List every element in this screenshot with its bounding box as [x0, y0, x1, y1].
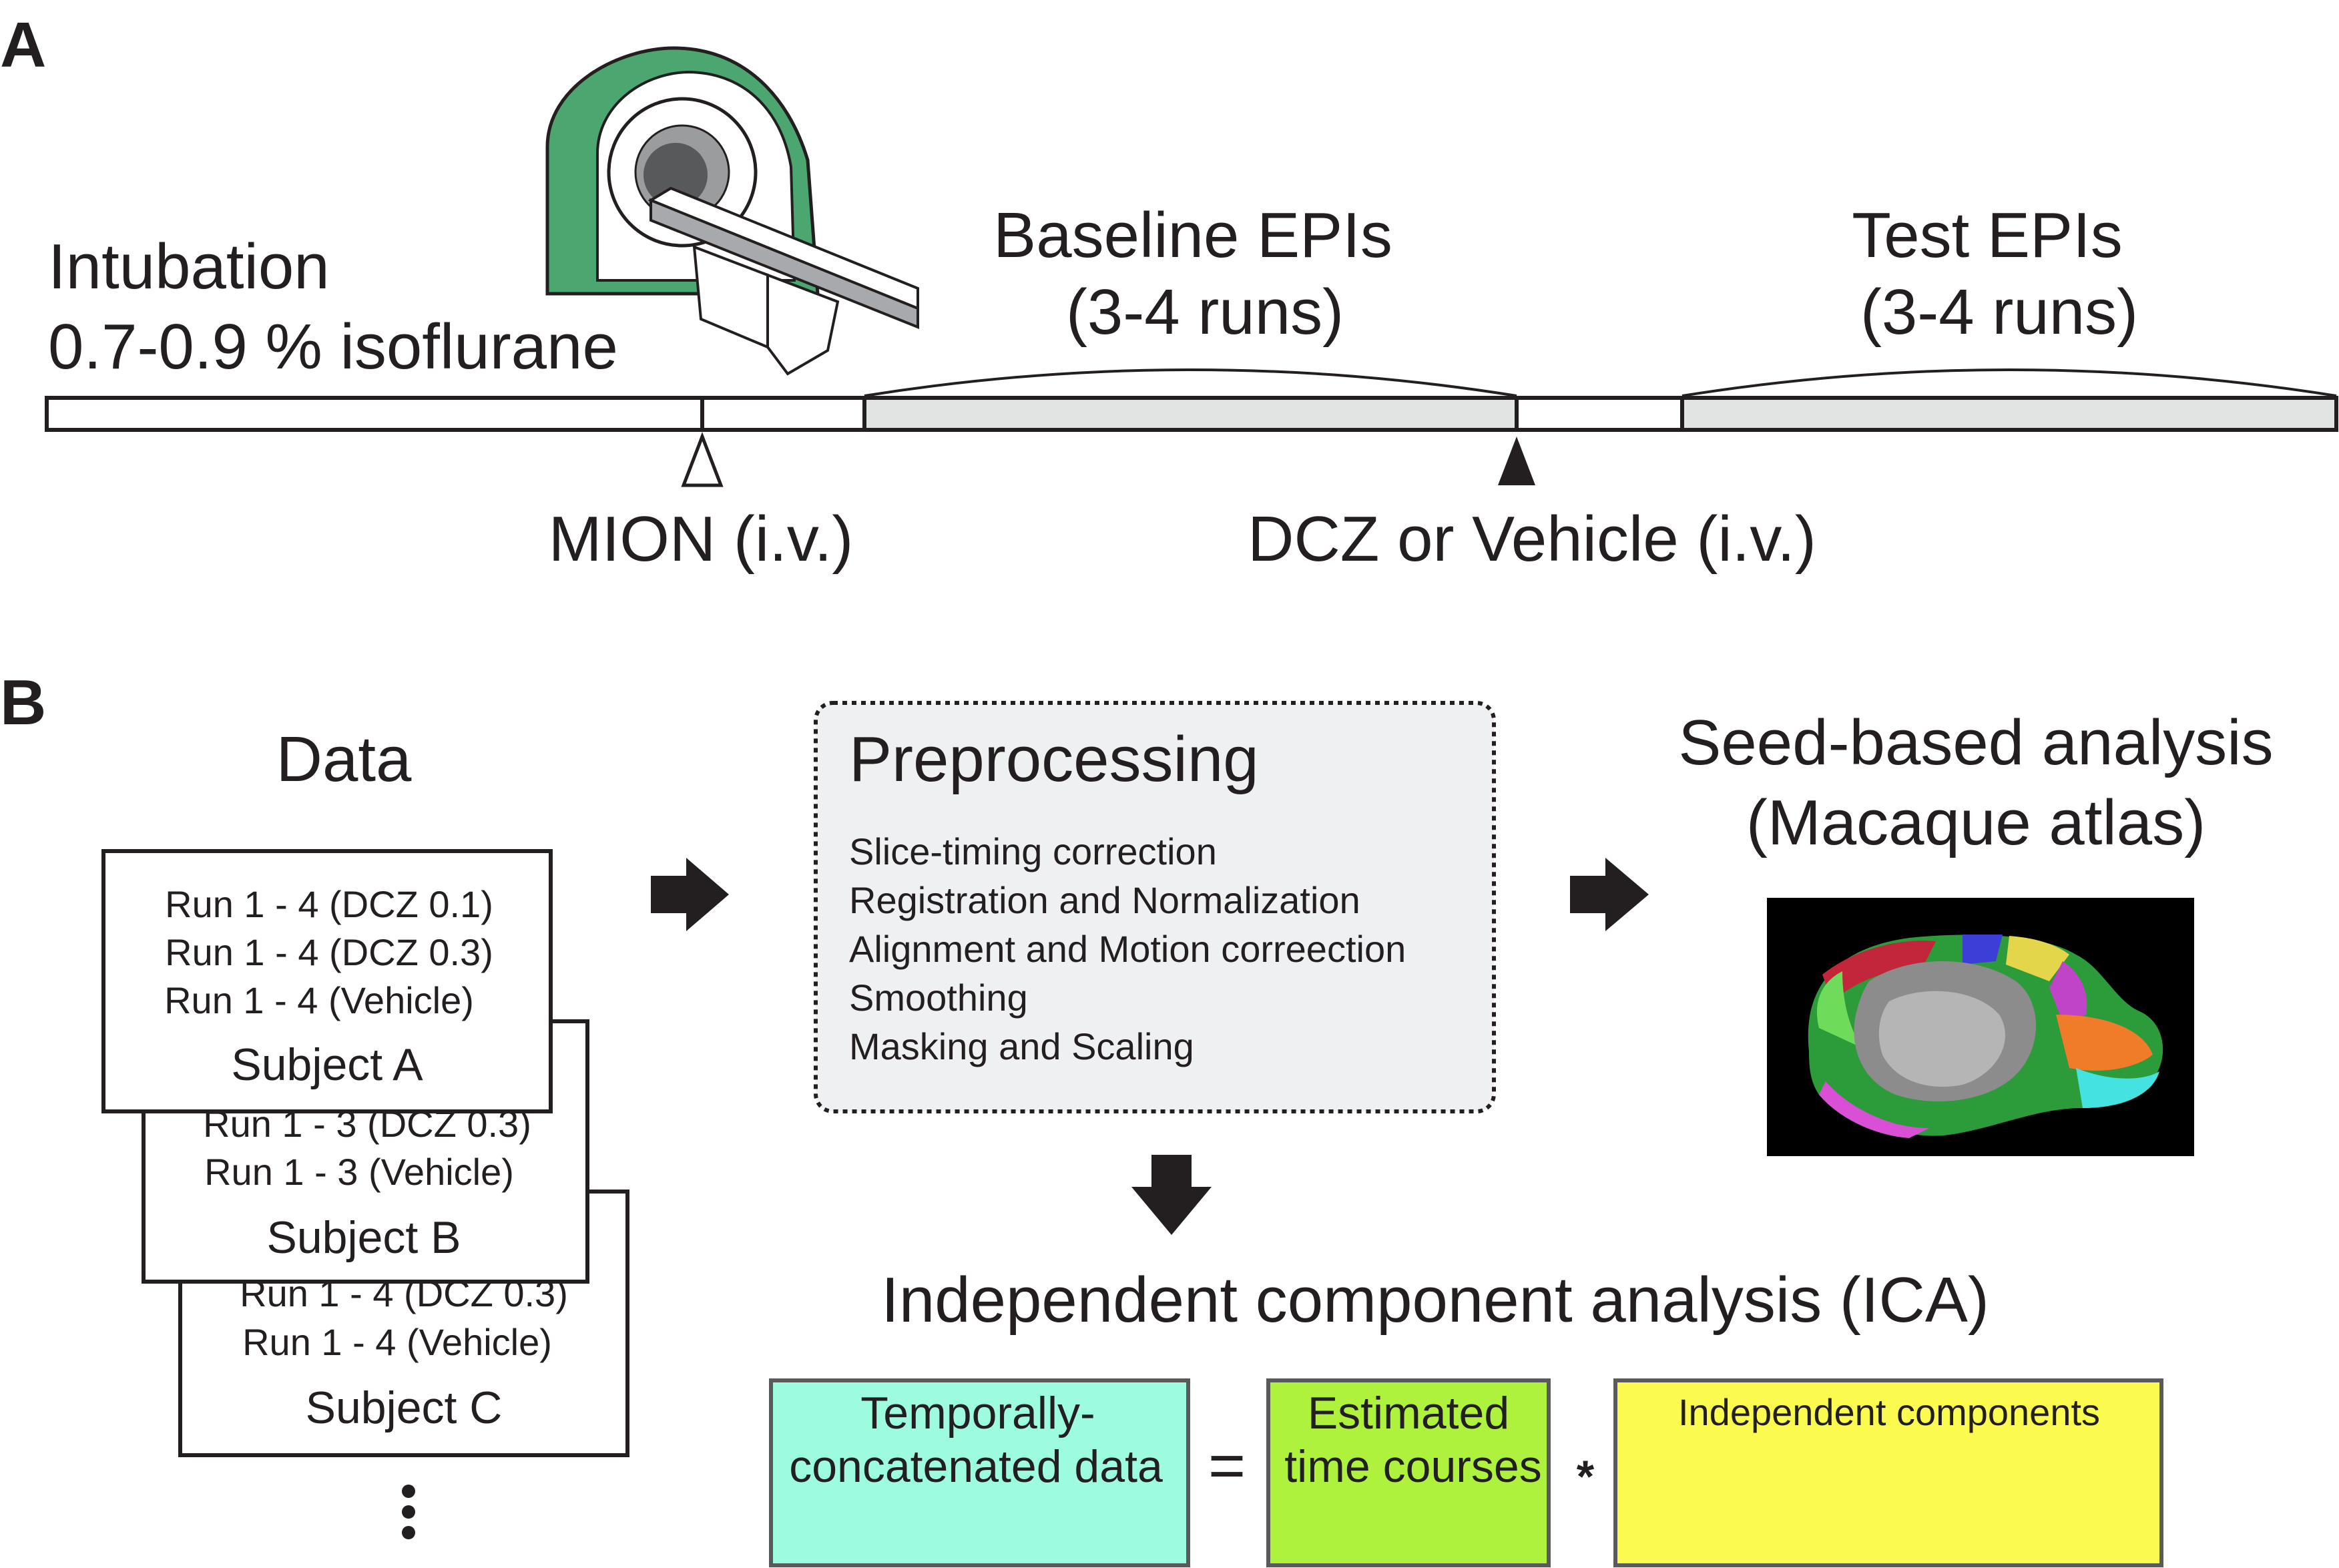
dcz-marker-icon [1498, 437, 1535, 485]
multiply-sign: * [1577, 1451, 1595, 1502]
data-title: Data [276, 724, 412, 795]
subject-c-name: Subject C [306, 1382, 503, 1433]
baseline-epis-segment [862, 396, 1519, 432]
subject-a-card: Run 1 - 4 (DCZ 0.1) Run 1 - 4 (DCZ 0.3) … [101, 849, 553, 1113]
ica-data-line1: Temporally- [860, 1388, 1095, 1439]
panel-a-label: A [0, 9, 46, 81]
subject-c-run: Run 1 - 4 (Vehicle) [242, 1321, 552, 1363]
subject-a-run: Run 1 - 4 (DCZ 0.1) [165, 883, 493, 925]
subject-a-run: Run 1 - 4 (DCZ 0.3) [165, 931, 493, 973]
preprocessing-title: Preprocessing [849, 724, 1259, 795]
mion-label: MION (i.v.) [549, 503, 854, 575]
ica-time-courses-box: Estimated time courses [1266, 1378, 1551, 1567]
subject-a-name: Subject A [231, 1039, 423, 1090]
ica-courses-line1: Estimated [1308, 1388, 1509, 1439]
baseline-epis-title: Baseline EPIs [993, 200, 1392, 271]
isoflurane-label: 0.7-0.9 % isoflurane [48, 311, 618, 382]
preprocessing-step: Registration and Normalization [849, 879, 1360, 921]
intubation-label: Intubation [48, 231, 330, 302]
arrow-right-icon [651, 858, 729, 931]
macaque-atlas-brain-image [1767, 898, 2194, 1156]
ica-data-box: Temporally- concatenated data [769, 1378, 1190, 1567]
subject-a-run: Run 1 - 4 (Vehicle) [164, 979, 474, 1021]
ica-components-label: Independent components [1678, 1391, 2100, 1433]
arrow-right-icon [1570, 858, 1649, 931]
dcz-label: DCZ or Vehicle (i.v.) [1248, 503, 1816, 575]
preprocessing-step: Smoothing [849, 977, 1028, 1019]
ica-data-line2: concatenated data [789, 1441, 1163, 1492]
ica-components-box: Independent components [1613, 1378, 2163, 1567]
panel-b-label: B [0, 667, 46, 738]
preprocessing-step: Slice-timing correction [849, 830, 1217, 872]
timeline-bar [45, 396, 2338, 432]
more-subjects-ellipsis-icon [402, 1485, 415, 1539]
equals-sign: = [1208, 1430, 1246, 1501]
test-epis-runs: (3-4 runs) [1860, 276, 2138, 348]
mri-scanner-icon [545, 46, 919, 376]
test-brace [1681, 368, 2337, 397]
preprocessing-box: Preprocessing Slice-timing correction Re… [814, 701, 1496, 1113]
seed-analysis-subtitle: (Macaque atlas) [1746, 787, 2205, 858]
baseline-epis-runs: (3-4 runs) [1066, 276, 1344, 348]
ica-courses-line2: time courses [1284, 1441, 1541, 1492]
preprocessing-step: Alignment and Motion correection [849, 928, 1406, 970]
subject-b-name: Subject B [266, 1212, 461, 1263]
test-epis-segment [1680, 396, 2338, 432]
mion-marker-icon [681, 432, 724, 487]
arrow-down-icon [1131, 1155, 1212, 1235]
ica-title: Independent component analysis (ICA) [881, 1264, 1989, 1336]
test-epis-title: Test EPIs [1852, 200, 2122, 271]
preprocessing-step: Masking and Scaling [849, 1025, 1194, 1067]
subject-b-run: Run 1 - 3 (Vehicle) [204, 1151, 514, 1193]
baseline-brace [864, 368, 1517, 397]
seed-analysis-title: Seed-based analysis [1678, 707, 2273, 778]
